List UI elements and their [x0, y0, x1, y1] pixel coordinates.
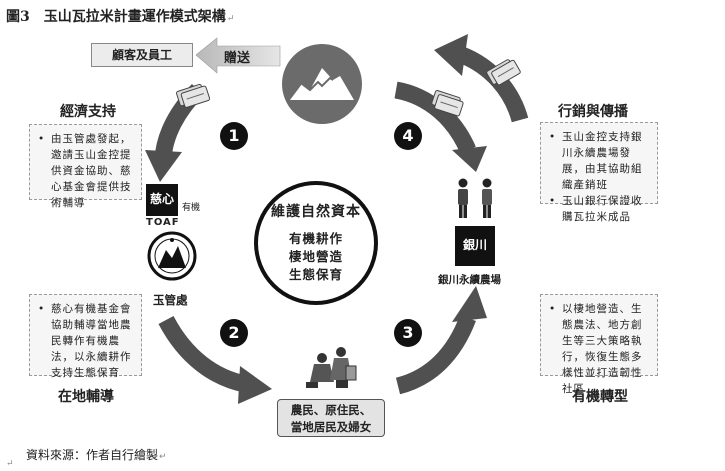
park-label: 玉管處 — [153, 293, 188, 307]
return-mark: ↵ — [226, 14, 235, 24]
economic-support-notes: 由玉管處發起，邀請玉山金控提供資金協助、慈心基金會提供技術輔導 — [29, 124, 142, 209]
local-guidance-notes: 慈心有機基金會協助輔導當地農民轉作有機農法，以永續耕作支持生態保育 — [29, 294, 142, 379]
figure-number: 圖3 — [6, 9, 30, 25]
farmers-line: 當地居民及婦女 — [290, 420, 372, 434]
gift-label: 贈送 — [224, 51, 251, 66]
economic-support-title: 經濟支持 — [60, 104, 116, 120]
figure-caption: 玉山瓦拉米計畫運作模式架構 — [43, 9, 226, 25]
arrow-step-2 — [158, 315, 272, 404]
money-icon — [176, 83, 211, 108]
step-number-1: 1 — [228, 126, 240, 145]
farm-label: 銀川永續農場 — [438, 274, 501, 286]
step-badge-1 — [220, 122, 248, 150]
marketing-notes: 玉山金控支持銀川永續農場發展，由其協助組織產銷班 玉山銀行保證收購瓦拉米成品 — [540, 122, 658, 223]
farmers-box: 農民、原住民、 當地居民及婦女 — [277, 399, 385, 437]
staff-figures-icon — [458, 178, 492, 218]
marketing-title: 行銷與傳播 — [558, 104, 628, 120]
note-item: 玉山金控支持銀川永續農場發展，由其協助組織產銷班 — [549, 129, 651, 193]
local-guidance-title: 在地輔導 — [58, 389, 114, 405]
gift-arrow — [195, 37, 281, 74]
center-title: 維護自然資本 — [271, 204, 361, 220]
farm-logo-text: 銀川 — [462, 238, 487, 252]
toaf-logo — [146, 184, 178, 216]
arrow-step-3 — [395, 286, 487, 395]
mountain-logo — [282, 44, 362, 124]
step-number-3: 3 — [402, 323, 414, 342]
park-seal-icon — [147, 231, 197, 281]
arrow-step-4 — [394, 81, 487, 172]
center-item: 生態保育 — [288, 267, 343, 282]
customers-box: 顧客及員工 — [91, 43, 193, 67]
note-item: 慈心有機基金會協助輔導當地農民轉作有機農法，以永續耕作支持生態保育 — [38, 301, 135, 381]
step-badge-2 — [220, 319, 248, 347]
organic-transition-notes: 以棲地營造、生態農法、地方創生等三大策略執行，恢復生態多樣性並打造韌性社區 — [540, 294, 658, 395]
step-number-4: 4 — [402, 126, 414, 145]
center-items: 有機耕作 棲地營造 生態保育 — [256, 230, 376, 284]
farmers-figures-icon — [306, 347, 357, 388]
figure-title: 圖3 玉山瓦拉米計畫運作模式架構↵ — [6, 6, 234, 26]
farmers-line: 農民、原住民、 — [290, 403, 372, 417]
end-return-mark: ↵ — [6, 459, 14, 469]
toaf-en-label: TOAF — [146, 217, 180, 228]
note-item: 由玉管處發起，邀請玉山金控提供資金協助、慈心基金會提供技術輔導 — [38, 131, 135, 211]
farm-logo — [455, 226, 495, 266]
note-item: 以棲地營造、生態農法、地方創生等三大策略執行，恢復生態多樣性並打造韌性社區 — [549, 301, 651, 397]
source-note: 資料來源：作者自行繪製↵ — [26, 448, 167, 462]
toaf-mark: 慈心 — [149, 192, 174, 206]
step-badge-3 — [394, 319, 422, 347]
organic-transition-title: 有機轉型 — [572, 389, 628, 405]
money-icon — [486, 59, 521, 86]
money-icon — [431, 90, 464, 117]
toaf-side-text: 有機 — [182, 203, 201, 213]
center-item: 有機耕作 — [288, 231, 343, 246]
center-circle — [254, 181, 378, 305]
step-number-2: 2 — [228, 323, 240, 342]
note-item: 玉山銀行保證收購瓦拉米成品 — [549, 193, 651, 225]
step-badge-4 — [394, 122, 422, 150]
center-item: 棲地營造 — [288, 249, 343, 264]
